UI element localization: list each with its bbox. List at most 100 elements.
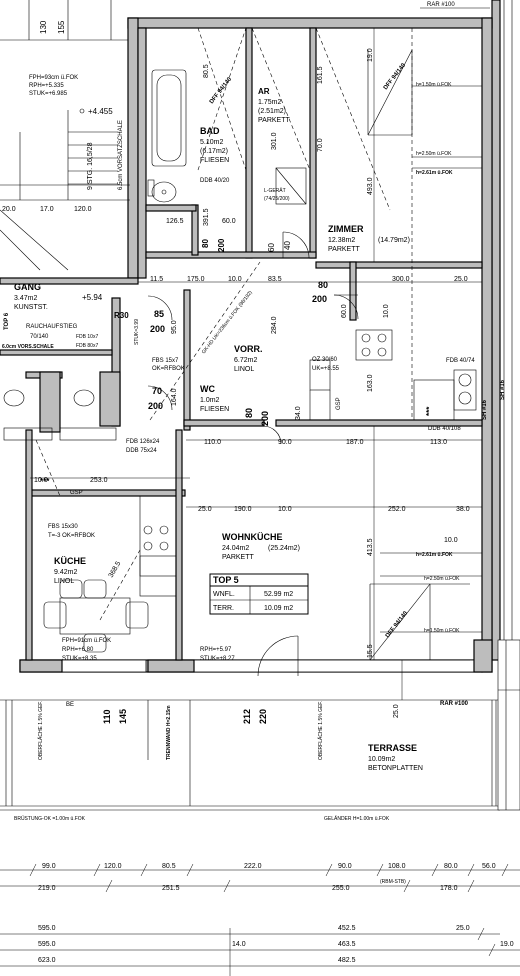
svg-text:(2.51m2): (2.51m2) (258, 108, 286, 115)
dim-110: 110.0 (204, 439, 221, 446)
stair-label: 9 STG. 16,5/28 (87, 142, 94, 190)
dim-10b: 10.0 (34, 477, 48, 484)
oberflaeche-2: OBERFLÄCHE 1.5% GEF. (317, 701, 324, 760)
top5-wnfl-label: WNFL. (213, 591, 235, 598)
svg-text:PARKETT: PARKETT (222, 554, 254, 561)
staircase (0, 110, 118, 271)
door-gang (147, 295, 173, 321)
fdb-40-74: FDB 40/74 (446, 358, 475, 364)
dim-164: 164.0 (171, 388, 178, 406)
dim-120: 120.0 (74, 206, 92, 213)
room-wohnkueche: WOHNKÜCHE 24.04m2 (25.24m2) PARKETT (222, 532, 300, 561)
trennwand: TRENNWAND H=2.15m (166, 705, 172, 760)
dim-163: 163.0 (367, 374, 374, 392)
dff-zimmer: DFF 94/140 (383, 62, 408, 91)
dim-row3-2: 463.5 (338, 941, 356, 948)
dim-80-5: 80.5 (203, 64, 210, 78)
dim-155: 155 (57, 20, 66, 34)
washbasin (151, 181, 177, 203)
svg-text:VORR.: VORR. (234, 344, 263, 354)
door-wc-200: 200 (148, 401, 163, 411)
door-vorr-200: 200 (260, 411, 270, 426)
wall-ar-west (245, 27, 253, 259)
dff-terrasse: DFF 94/140 (385, 610, 410, 639)
h250-mid: h=2.50m ü.FOK (424, 576, 460, 582)
l-geraet-dim: (74/25/200) (264, 196, 290, 202)
wall-kueche-west (25, 429, 33, 661)
dim-190: 190.0 (234, 506, 252, 513)
opening-110: 110 (102, 709, 112, 724)
top5-table (209, 573, 309, 615)
dim-391-5: 391.5 (203, 208, 210, 226)
stuk-399: STUK=3.99 (134, 319, 140, 345)
dim-493: 493.0 (367, 177, 374, 195)
room-bad: BAD 5.10m2 (6.17m2) FLIESEN (200, 126, 229, 164)
level-4455: +4.455 (88, 107, 113, 116)
svg-text:12.38m2: 12.38m2 (328, 237, 355, 244)
ddb-40-20: DDB 40/20 (200, 178, 230, 184)
svg-text:PARKETT: PARKETT (258, 117, 290, 124)
dim-253: 253.0 (90, 477, 108, 484)
dim-row3-3: 19.0 (500, 941, 514, 948)
dim-10c: 10.0 (278, 506, 292, 513)
svg-text:LINOL: LINOL (234, 366, 254, 373)
svg-text:1.0m2: 1.0m2 (200, 397, 220, 404)
bathtub (151, 69, 187, 167)
dim-34: 34.0 (295, 406, 302, 420)
door-zimmer-200: 200 (312, 294, 327, 304)
svg-text:FLIESEN: FLIESEN (200, 157, 229, 164)
rph-left: RPH=+5.335 (29, 83, 64, 89)
svg-text:FLIESEN: FLIESEN (200, 406, 229, 413)
fdb-80: FDB 80x7 (76, 343, 98, 349)
dimension-chain-1 (0, 869, 520, 967)
svg-text:5.10m2: 5.10m2 (200, 139, 223, 146)
svg-text:KÜCHE: KÜCHE (54, 556, 86, 566)
dim-15-5: 15.5 (367, 644, 374, 658)
dim-row4-0: 623.0 (38, 957, 56, 964)
h261-top: h=2.61m ü.FOK (416, 170, 453, 176)
fph-kueche: FPH=91cm ü.FOK (62, 638, 111, 644)
dim-row3-1: 14.0 (232, 941, 246, 948)
h250-top: h=2.50m ü.FOK (416, 151, 452, 157)
dim-90: 90.0 (278, 439, 292, 446)
top5-wnfl-value: 52.99 m2 (264, 591, 293, 598)
svg-text:WC: WC (200, 384, 215, 394)
top6-label: TOP 6 (4, 312, 10, 330)
vorsatzschale-gang: 6.0cm VORS.SCHALE (2, 344, 54, 350)
dim-301: 301.0 (271, 132, 278, 150)
dim-17: 17.0 (40, 206, 54, 213)
dim-175: 175.0 (187, 276, 205, 283)
svg-text:LINOL: LINOL (54, 578, 74, 585)
dim-row1-3: 222.0 (244, 863, 262, 870)
dim-368-5: 368.5 (108, 560, 123, 579)
dim-row1-5: 108.0 (388, 863, 406, 870)
dim-19: 19.0 (367, 48, 374, 62)
dim-11-5: 11.5 (150, 276, 163, 283)
kitchen-unit-left (139, 495, 177, 597)
wall-zimmer-south (315, 261, 483, 269)
dim-60: 60.0 (222, 218, 236, 225)
door-vorr-80: 80 (244, 408, 254, 418)
dim-113: 113.0 (430, 439, 447, 446)
svg-text:(14.79m2): (14.79m2) (378, 237, 410, 244)
wall-kueche-north (29, 489, 186, 497)
top5-terr-label: TERR. (213, 605, 234, 612)
svg-text:BAD: BAD (200, 126, 220, 136)
opening-145: 145 (118, 709, 128, 724)
svg-text:GANG: GANG (14, 282, 41, 292)
svg-text:1.75m2: 1.75m2 (258, 99, 281, 106)
be-label: BE (66, 702, 74, 708)
dim-20: 20.0 (2, 206, 16, 213)
door-gang-85: 85 (154, 309, 164, 319)
dim-row1b-2: 255.0 (332, 885, 350, 892)
dim-row1-0: 99.0 (42, 863, 56, 870)
svg-text:6.72m2: 6.72m2 (234, 357, 257, 364)
level-594: +5.94 (82, 293, 103, 302)
svg-text:PARKETT: PARKETT (328, 246, 360, 253)
dim-83-5: 83.5 (268, 276, 282, 283)
dim-row3-0: 595.0 (38, 941, 56, 948)
door-gang-200: 200 (150, 324, 165, 334)
sh16-upper: SH #16 (500, 379, 506, 400)
room-terrasse: TERRASSE 10.09m2 BETONPLATTEN (368, 743, 423, 772)
